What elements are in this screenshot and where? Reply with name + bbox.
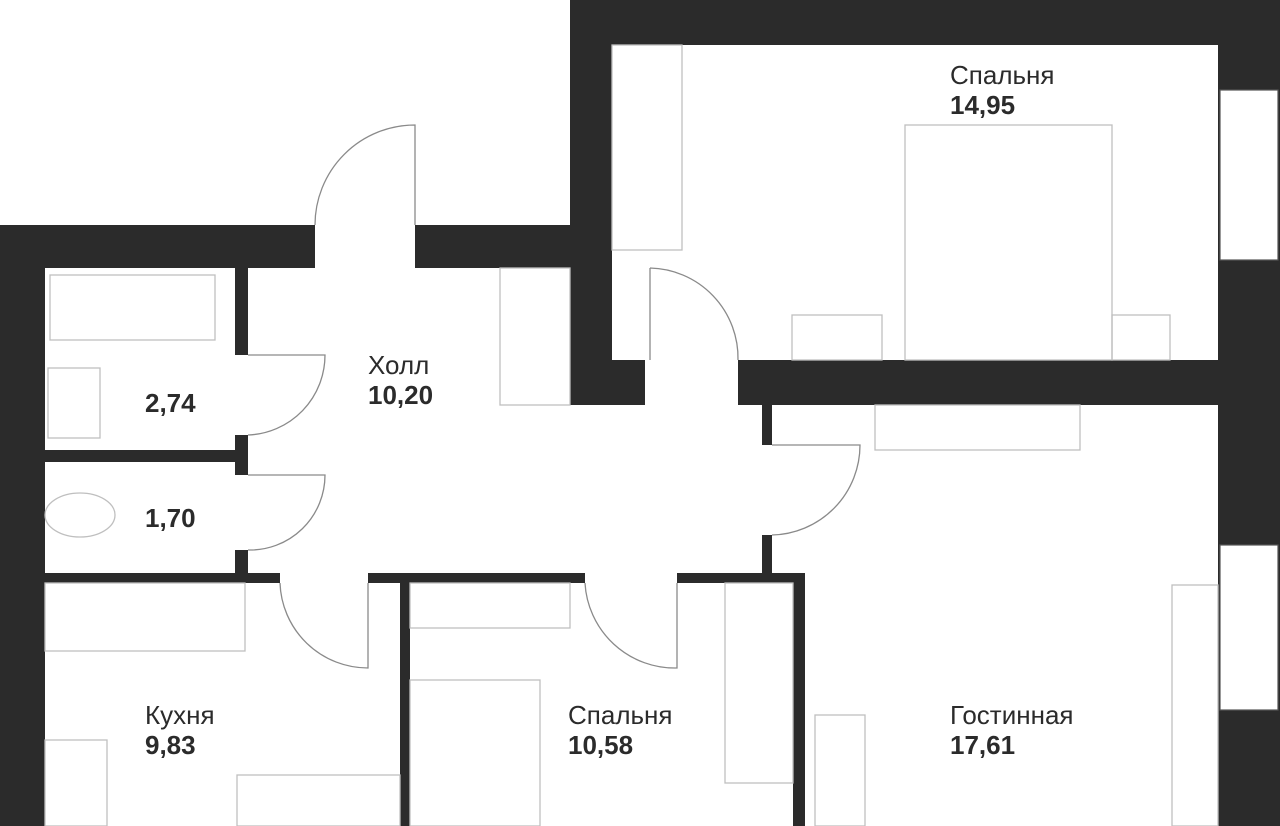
wall (0, 225, 45, 826)
wall (677, 573, 805, 583)
wall (738, 360, 1280, 405)
room-name: Гостинная (950, 700, 1074, 730)
tv-stand (1171, 584, 1219, 826)
window (1219, 544, 1279, 711)
door-kitchen (279, 582, 369, 669)
wall (235, 268, 248, 355)
wall (570, 0, 612, 405)
room-label-bathroom: 2,74 (145, 388, 196, 418)
table (236, 774, 401, 826)
room-area: 14,95 (950, 90, 1016, 120)
door-wc (247, 474, 326, 551)
wall (570, 0, 1280, 45)
room-label-kitchen: Кухня 9,83 (145, 700, 215, 760)
room-name: Спальня (568, 700, 673, 730)
room-label-living: Гостинная 17,61 (950, 700, 1074, 760)
wall (762, 405, 772, 445)
toilet (44, 492, 116, 538)
room-label-hall: Холл 10,20 (368, 350, 433, 410)
window (1219, 89, 1279, 261)
room-area: 17,61 (950, 730, 1016, 760)
room-area: 9,83 (145, 730, 196, 760)
doors (247, 124, 861, 669)
sofa (814, 714, 866, 826)
door-bedroom2 (584, 582, 678, 669)
room-name: Кухня (145, 700, 215, 730)
room-area: 2,74 (145, 388, 196, 418)
wall (400, 573, 410, 826)
nightstand (1111, 314, 1171, 361)
room-area: 1,70 (145, 503, 196, 533)
wall (45, 450, 248, 462)
wall (235, 550, 248, 580)
nightstand (791, 314, 883, 361)
wall (368, 573, 585, 583)
sink (47, 367, 101, 439)
wall (570, 360, 645, 405)
room-name: Холл (368, 350, 430, 380)
room-label-bedroom-1: Спальня 14,95 (950, 60, 1054, 120)
room-name: Спальня (950, 60, 1055, 90)
door-bath (247, 354, 326, 436)
wardrobe (611, 44, 683, 251)
wall (0, 225, 315, 268)
door-living (771, 444, 861, 536)
wall (0, 573, 280, 583)
room-area: 10,20 (368, 380, 434, 410)
room-label-bedroom-2: Спальня 10,58 (568, 700, 672, 760)
wardrobe (409, 582, 571, 629)
wardrobe (499, 267, 571, 406)
kitchen-counter (44, 582, 246, 652)
furniture (44, 44, 1219, 826)
wall (415, 225, 575, 268)
bed (409, 679, 541, 826)
bathtub (49, 274, 216, 341)
wall (235, 435, 248, 475)
windows (1219, 89, 1279, 711)
desk (874, 404, 1081, 451)
wall (793, 573, 805, 826)
wardrobe (724, 582, 794, 784)
stove (44, 739, 108, 826)
bed (904, 124, 1113, 361)
room-label-wc: 1,70 (145, 503, 196, 533)
door-bedroom (649, 267, 739, 361)
room-area: 10,58 (568, 730, 634, 760)
door-entrance (314, 124, 416, 226)
wall (762, 535, 772, 583)
